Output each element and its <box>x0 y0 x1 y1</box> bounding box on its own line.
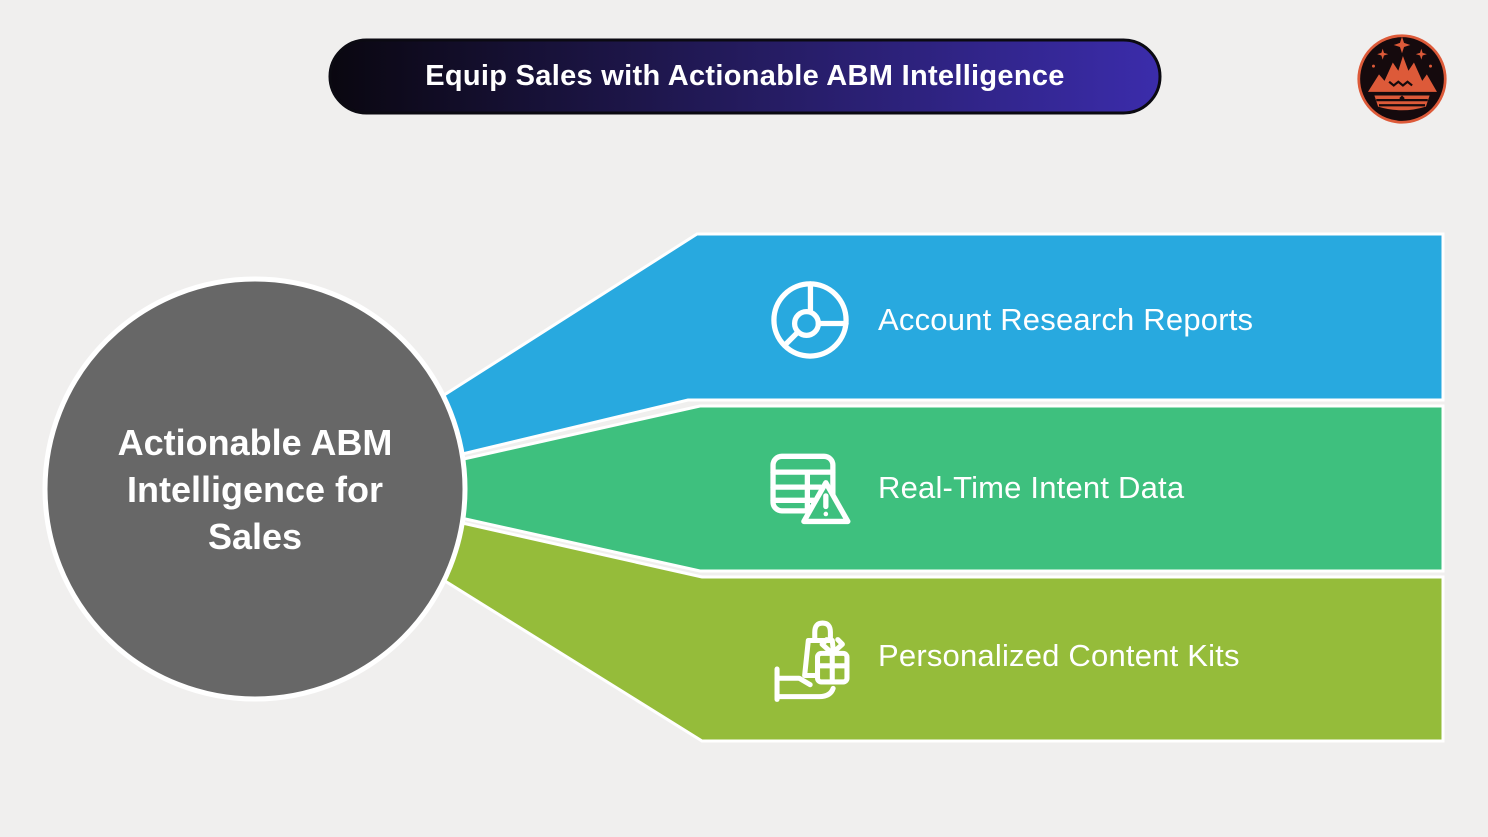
brand-logo <box>1356 33 1448 125</box>
branch-item-account-research: Account Research Reports <box>766 276 1406 364</box>
crown-mountain-icon <box>1357 34 1447 124</box>
branch-label: Account Research Reports <box>878 302 1254 337</box>
branch-label: Real-Time Intent Data <box>878 470 1185 505</box>
branch-item-content-kits: Personalized Content Kits <box>766 612 1406 702</box>
branch-item-intent-data: Real-Time Intent Data <box>766 444 1406 532</box>
hub-label-line: Actionable ABM <box>117 421 393 463</box>
table-alert-icon <box>766 444 854 532</box>
hub-label-line: Intelligence for <box>126 468 384 510</box>
hub-label: Actionable ABM Intelligence for Sales <box>75 418 435 560</box>
hub-circle <box>42 276 468 702</box>
branch-label: Personalized Content Kits <box>878 638 1240 673</box>
title-banner-background <box>328 38 1162 115</box>
gift-bag-icon <box>766 612 854 702</box>
hub-label-line: Sales <box>207 515 303 557</box>
pie-chart-icon <box>766 276 854 364</box>
